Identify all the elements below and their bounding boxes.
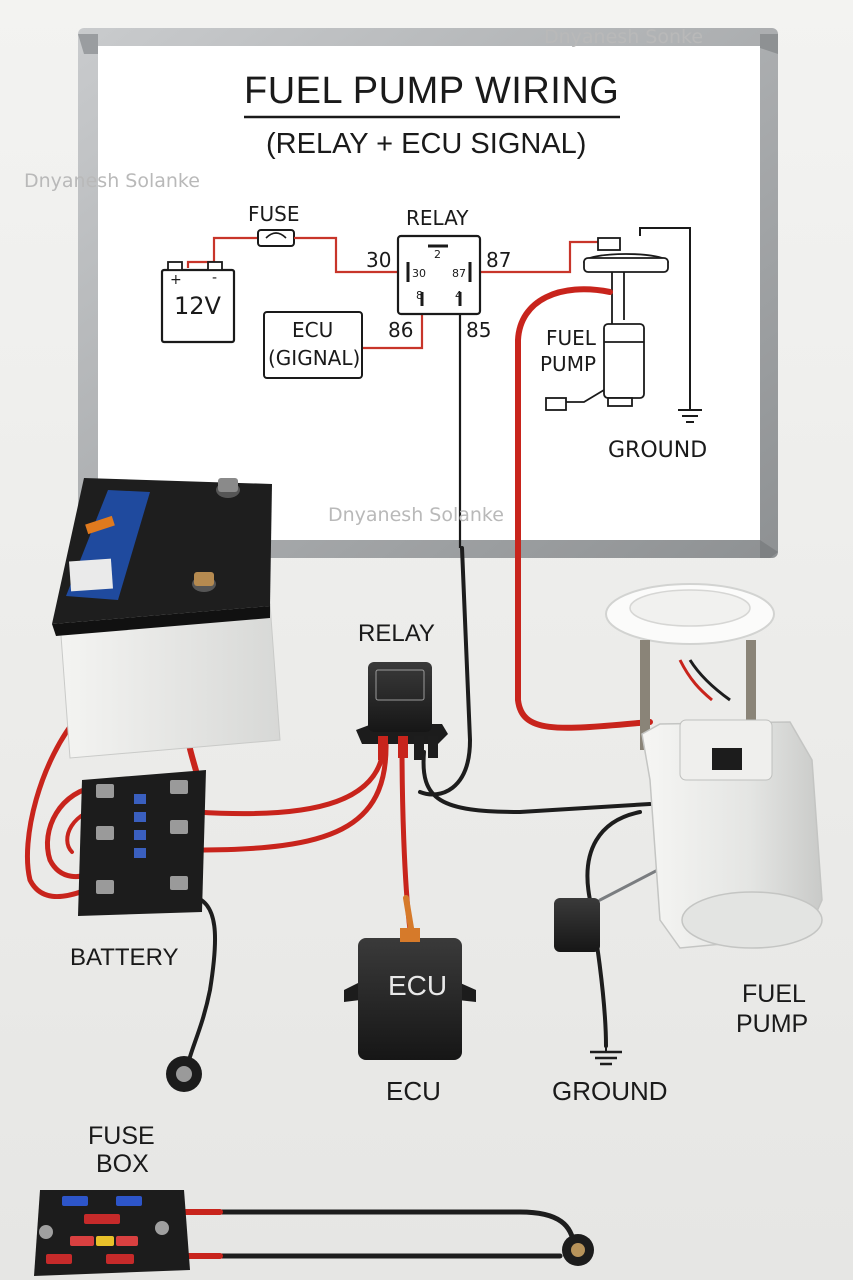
photo-fuel-pump-label-1: FUEL <box>742 980 806 1008</box>
ecu-photo <box>344 928 476 1060</box>
schematic-battery <box>160 261 236 344</box>
schematic-wiring <box>186 227 702 548</box>
pin-86-outer: 86 <box>388 318 414 342</box>
ground-symbol-photo <box>590 1046 622 1066</box>
fuse-box-label-2: BOX <box>96 1150 149 1178</box>
schematic-pump-label-2: PUMP <box>540 352 597 376</box>
battery-minus-label: - <box>212 270 218 286</box>
photo-ecu-label: ECU <box>386 1076 441 1106</box>
ecu-box-text: ECU <box>388 970 448 1001</box>
photo-wiring <box>25 286 722 1259</box>
photo-fuel-pump-label-2: PUMP <box>736 1010 809 1038</box>
board-subtitle: (RELAY + ECU SIGNAL) <box>266 128 587 160</box>
schematic-battery-label: 12V <box>174 292 221 320</box>
battery-plus-label: + <box>170 272 182 288</box>
chassis-ground-ring <box>166 1056 202 1092</box>
pin-87-outer: 87 <box>486 248 512 272</box>
schematic-relay <box>396 234 482 316</box>
pin-8-inner: 8 <box>416 289 423 302</box>
watermark-top: Dnyanesh Sonke <box>544 26 704 48</box>
schematic-ecu-signal-label: (GIGNAL) <box>268 346 361 370</box>
fuse-box-label-1: FUSE <box>88 1122 155 1150</box>
schematic-pump-label-1: FUEL <box>546 326 596 350</box>
pin-87-inner: 87 <box>452 267 466 280</box>
pin-30-inner: 30 <box>412 267 426 280</box>
board-title: FUEL PUMP WIRING <box>244 70 620 112</box>
battery-photo <box>52 478 281 759</box>
pin-85-outer: 85 <box>466 318 492 342</box>
photo-relay-label: RELAY <box>358 620 435 647</box>
fuse-box-photo <box>34 1190 594 1276</box>
relay-photo <box>356 662 448 760</box>
photo-ground-label: GROUND <box>552 1076 668 1106</box>
pin-2-inner: 2 <box>434 248 441 261</box>
schematic-ground-label: GROUND <box>608 438 708 463</box>
distribution-block <box>78 770 206 916</box>
fuel-pump-photo <box>554 583 823 952</box>
schematic-fuel-pump <box>545 237 669 411</box>
schematic-fuse-label: FUSE <box>248 202 300 226</box>
watermark-left: Dnyanesh Solanke <box>24 170 200 192</box>
pin-4-inner: 4 <box>455 289 462 302</box>
schematic-ecu-label: ECU <box>292 318 334 342</box>
photo-battery-label: BATTERY <box>70 944 179 971</box>
pin-30-outer: 30 <box>366 248 392 272</box>
watermark-center: Dnyanesh Solanke <box>328 504 504 526</box>
schematic-relay-label: RELAY <box>406 206 469 230</box>
schematic-ecu-box <box>263 311 363 379</box>
